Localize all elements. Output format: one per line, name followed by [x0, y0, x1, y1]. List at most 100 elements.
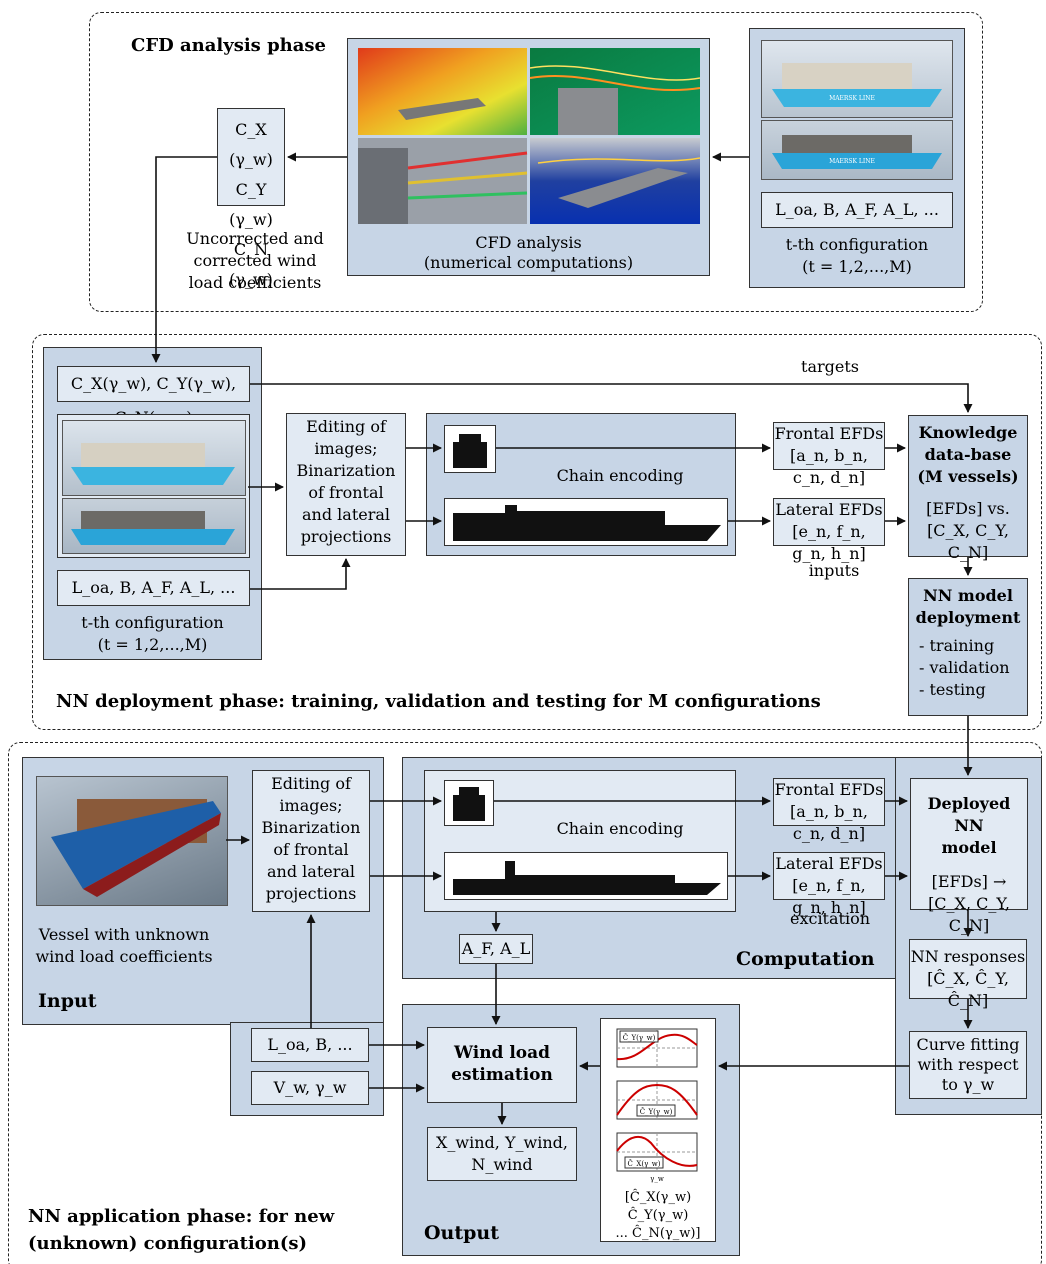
deploy-params-box: L_oa, B, A_F, A_L, ... [57, 570, 250, 606]
frontal-efd-title: Frontal EFDs [774, 424, 884, 443]
cfd-render-grid [358, 48, 701, 224]
cfd-coeff-caption: Uncorrected and corrected wind load coef… [165, 228, 345, 294]
nn-item: - training [919, 636, 995, 655]
wind-est-line: Wind load [453, 1043, 551, 1063]
editing-line: projections [265, 884, 357, 903]
nn-responses-title: NN responses [910, 947, 1026, 966]
nn-responses-vars: [Ĉ_X, Ĉ_Y, Ĉ_N] [927, 969, 1009, 1010]
plot-label: Ĉ_Y(γ_w) [640, 1107, 673, 1116]
vessel-caption: Vessel with unknown wind load coefficien… [24, 924, 224, 968]
curve-fit-line: to γ_w [941, 1075, 995, 1094]
editing-line: of frontal [273, 840, 349, 859]
frontal-efd-vars: [a_n, b_n, c_n, d_n] [790, 802, 868, 843]
kb-sub-line: [C_X, C_Y, C_N] [927, 521, 1009, 562]
excitation-label: excitation [789, 909, 871, 928]
cfd-coeff-n: C_N (γ_w) [229, 240, 273, 289]
deploy-chain-label: Chain encoding [556, 466, 684, 485]
caption-line: wind load coefficients [35, 947, 213, 966]
cfd-analysis-title: CFD analysis [475, 233, 582, 252]
nn-responses-box: NN responses [Ĉ_X, Ĉ_Y, Ĉ_N] [909, 939, 1027, 1010]
editing-line: Editing of [271, 774, 351, 793]
cfd-analysis-subtitle: (numerical computations) [423, 253, 634, 272]
vw-box: V_w, γ_w [251, 1071, 369, 1105]
caption-line: Uncorrected and [186, 229, 324, 248]
plot-1: Ĉ_Y(γ_w) [616, 1028, 698, 1068]
deployed-line: model [941, 838, 997, 857]
gamma-axis-label: γ_w [650, 1175, 664, 1183]
fitted-curves-panel: Ĉ_Y(γ_w) Ĉ_Y(γ_w) Ĉ_X(γ_w) γ_w [Ĉ_X [600, 1018, 716, 1242]
computation-label: Computation [736, 948, 875, 970]
app-phase-title-2: (unknown) configuration(s) [28, 1233, 307, 1254]
caption-line: load coefficients [188, 273, 322, 292]
deploy-config-line1: t-th configuration [81, 613, 224, 632]
deploy-phase-frame [32, 334, 1042, 730]
plot-2: Ĉ_Y(γ_w) [616, 1080, 698, 1120]
editing-line: and lateral [301, 505, 391, 524]
lateral-efd-title: Lateral EFDs [775, 854, 883, 873]
nn-deployment-box: NN model deployment - training - validat… [908, 578, 1028, 716]
caption-line: corrected wind [193, 251, 317, 270]
knowledge-base-box: Knowledge data-base (M vessels) [EFDs] v… [908, 415, 1028, 562]
wind-estimation-box: Wind load estimation [427, 1027, 577, 1103]
af-al-box: A_F, A_L [459, 934, 533, 964]
deploy-lateral-efd: Lateral EFDs [e_n, f_n, g_n, h_n] [773, 498, 885, 563]
cfd-renders [358, 48, 701, 224]
plot-caption-line: [Ĉ_X(γ_w) Ĉ_Y(γ_w) [624, 1190, 692, 1223]
nn-title-line: NN model [923, 586, 1013, 605]
cfd-coeff-x: C_X (γ_w) [229, 120, 273, 169]
xyz-line: X_wind, Y_wind, [436, 1133, 568, 1152]
ship-photo-bottom [62, 498, 246, 554]
app-lateral-efd: Lateral EFDs [e_n, f_n, g_n, h_n] [773, 852, 885, 917]
plot-caption: [Ĉ_X(γ_w) Ĉ_Y(γ_w) ... Ĉ_N(γ_w)] [601, 1189, 715, 1243]
app-frontal-efd: Frontal EFDs [a_n, b_n, c_n, d_n] [773, 778, 885, 843]
cfd-coeff-y: C_Y (γ_w) [229, 180, 273, 229]
app-phase-title-1: NN application phase: for new [28, 1206, 335, 1227]
editing-line: projections [300, 527, 392, 546]
loa-b-box: L_oa, B, ... [251, 1028, 369, 1062]
curve-plots: Ĉ_Y(γ_w) Ĉ_Y(γ_w) Ĉ_X(γ_w) γ_w [616, 1028, 698, 1183]
app-chain-label: Chain encoding [556, 819, 684, 838]
ship-label: MAERSK LINE [829, 158, 875, 165]
editing-line: images; [314, 439, 378, 458]
plot-3: Ĉ_X(γ_w) γ_w [616, 1132, 698, 1183]
targets-label: targets [801, 357, 859, 376]
frontal-silhouette [444, 780, 494, 826]
curve-fit-line: Curve fitting [916, 1035, 1020, 1054]
plot-label: Ĉ_Y(γ_w) [623, 1033, 656, 1042]
nn-title-line: deployment [915, 608, 1021, 627]
curve-fit-line: with respect [917, 1055, 1019, 1074]
editing-line: Editing of [306, 417, 386, 436]
cfd-phase-title: CFD analysis phase [131, 35, 326, 56]
deploy-config-line2: (t = 1,2,...,M) [97, 635, 208, 654]
deployed-sub-line: [C_X, C_Y, C_N] [928, 894, 1010, 935]
ship-label: MAERSK LINE [829, 95, 875, 102]
deployed-sub-line: [EFDs] → [931, 872, 1007, 891]
kb-line: (M vessels) [917, 467, 1019, 486]
frontal-silhouette [444, 425, 496, 473]
deployed-line: Deployed NN [927, 794, 1011, 835]
nn-item: - testing [919, 680, 986, 699]
kb-line: Knowledge [918, 423, 1018, 442]
ship-photo-bottom: MAERSK LINE [761, 120, 953, 180]
lateral-efd-vars: [e_n, f_n, g_n, h_n] [792, 876, 866, 917]
cfd-params-box: L_oa, B, A_F, A_L, ... [761, 192, 953, 228]
kb-sub-line: [EFDs] vs. [926, 499, 1010, 518]
plot-caption-line: ... Ĉ_N(γ_w)] [615, 1226, 701, 1241]
xyz-output-box: X_wind, Y_wind, N_wind [427, 1127, 577, 1181]
lateral-silhouette [444, 852, 728, 900]
output-label: Output [424, 1222, 500, 1244]
xyz-line: N_wind [471, 1155, 533, 1174]
vessel-photo [36, 776, 228, 906]
editing-line: images; [279, 796, 343, 815]
deploy-editing-box: Editing of images; Binarization of front… [286, 413, 406, 556]
ship-photo-top: MAERSK LINE [761, 40, 953, 118]
editing-line: Binarization [261, 818, 361, 837]
ship-photo-top [62, 420, 246, 496]
frontal-efd-vars: [a_n, b_n, c_n, d_n] [790, 446, 868, 487]
cfd-config-line1: t-th configuration [785, 235, 929, 254]
kb-line: data-base [924, 445, 1012, 464]
lateral-silhouette [444, 498, 728, 546]
plot-label: Ĉ_X(γ_w) [628, 1159, 661, 1168]
